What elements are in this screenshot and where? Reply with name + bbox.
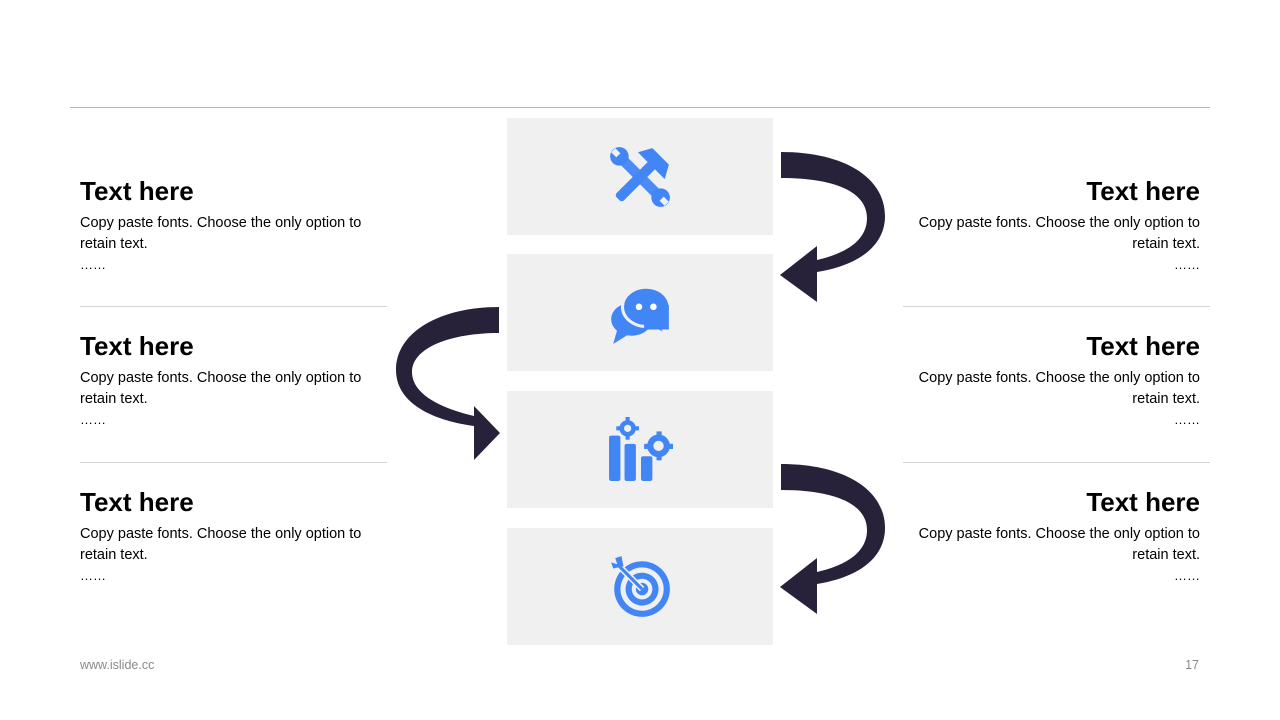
step-box-3 <box>507 391 773 508</box>
chat-icon <box>611 285 672 344</box>
left-ellipsis-1: …… <box>80 257 106 272</box>
left-divider-2 <box>80 462 387 463</box>
left-text-block-3: Text here Copy paste fonts. Choose the o… <box>80 486 390 585</box>
right-text-block-2: Text here Copy paste fonts. Choose the o… <box>890 330 1200 429</box>
curved-arrow-right-1 <box>780 152 885 302</box>
right-title-3: Text here <box>1086 487 1200 517</box>
right-divider-2 <box>903 462 1210 463</box>
top-divider <box>70 107 1210 108</box>
right-title-1: Text here <box>1086 176 1200 206</box>
left-body-3: Copy paste fonts. Choose the only option… <box>80 526 362 563</box>
step-box-2 <box>507 254 773 371</box>
tools-icon <box>610 146 670 207</box>
target-icon <box>611 555 670 617</box>
right-text-block-3: Text here Copy paste fonts. Choose the o… <box>890 486 1200 585</box>
left-body-1: Copy paste fonts. Choose the only option… <box>80 215 362 252</box>
left-ellipsis-2: …… <box>80 412 106 427</box>
left-title-3: Text here <box>80 487 194 517</box>
right-title-2: Text here <box>1086 331 1200 361</box>
left-text-block-2: Text here Copy paste fonts. Choose the o… <box>80 330 390 429</box>
right-ellipsis-3: …… <box>1174 568 1200 583</box>
left-title-2: Text here <box>80 331 194 361</box>
left-ellipsis-3: …… <box>80 568 106 583</box>
right-ellipsis-1: …… <box>1174 257 1200 272</box>
left-divider-1 <box>80 306 387 307</box>
right-body-3: Copy paste fonts. Choose the only option… <box>918 526 1200 563</box>
curved-arrow-right-3 <box>780 464 885 614</box>
left-title-1: Text here <box>80 176 194 206</box>
left-body-2: Copy paste fonts. Choose the only option… <box>80 370 362 407</box>
footer-website: www.islide.cc <box>80 658 155 672</box>
page-number: 17 <box>1185 658 1199 672</box>
right-body-2: Copy paste fonts. Choose the only option… <box>918 370 1200 407</box>
right-ellipsis-2: …… <box>1174 412 1200 427</box>
right-divider-1 <box>903 306 1210 307</box>
right-body-1: Copy paste fonts. Choose the only option… <box>918 215 1200 252</box>
step-box-1 <box>507 118 773 235</box>
curved-arrow-left-2 <box>396 307 500 460</box>
left-text-block-1: Text here Copy paste fonts. Choose the o… <box>80 175 390 274</box>
chart-gear-icon <box>609 416 673 481</box>
right-text-block-1: Text here Copy paste fonts. Choose the o… <box>890 175 1200 274</box>
step-box-4 <box>507 528 773 645</box>
